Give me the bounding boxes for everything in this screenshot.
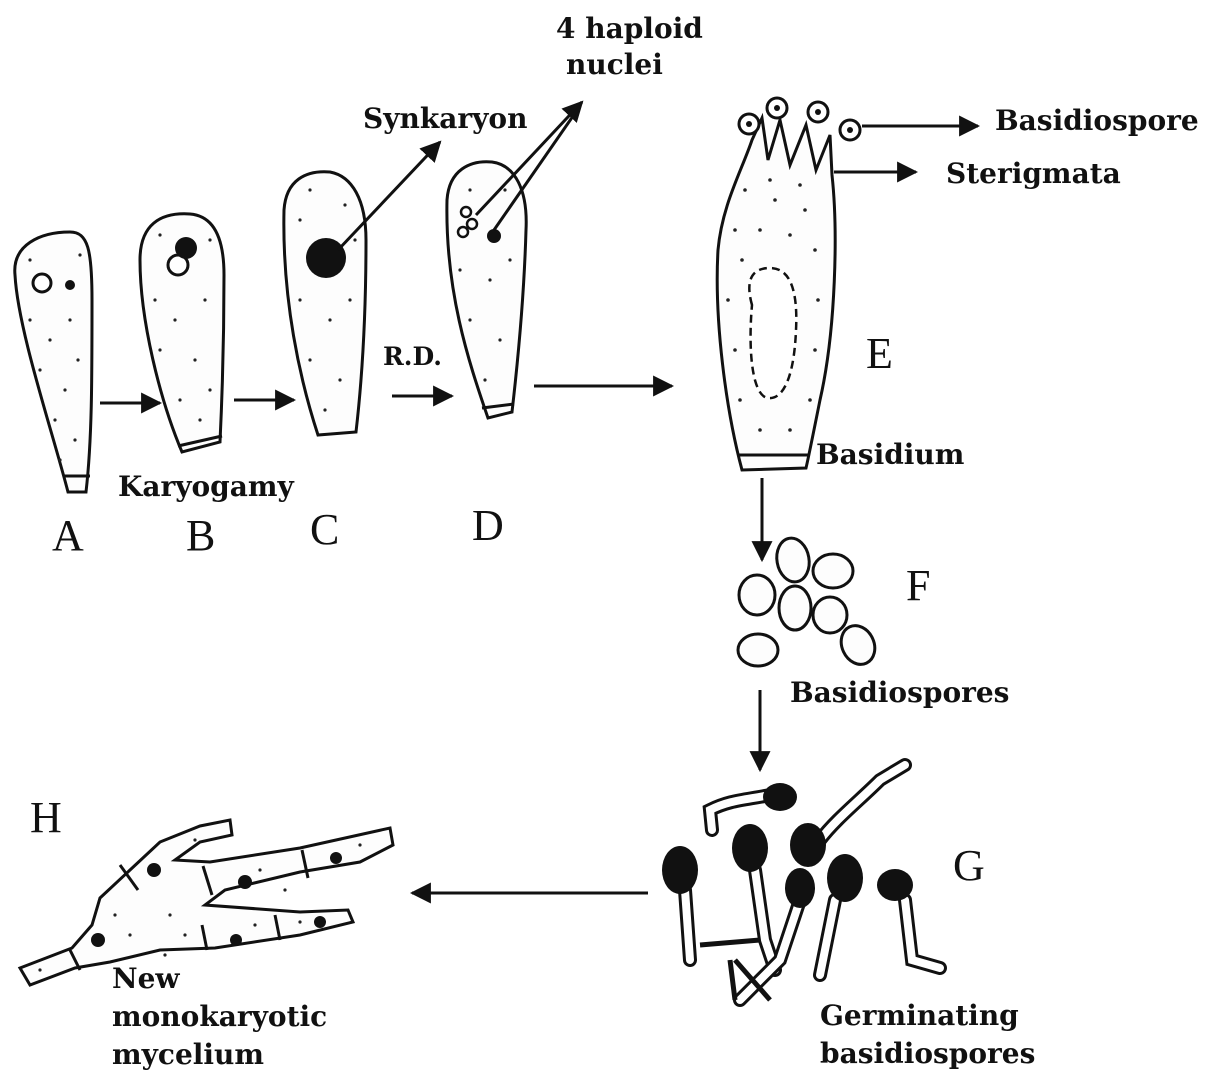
label-germinating-line1: Germinating — [820, 999, 1019, 1032]
label-haploid-line1: 4 haploid — [556, 12, 703, 45]
label-haploid-line2: nuclei — [566, 48, 663, 81]
stage-letter-b: B — [186, 511, 215, 560]
label-rd: R.D. — [383, 342, 442, 371]
group-h-monokaryotic-mycelium — [20, 820, 393, 985]
stage-letter-g: G — [953, 841, 985, 890]
cell-e-basidium — [717, 98, 860, 470]
stage-letter-a: A — [52, 511, 84, 560]
stage-letter-c: C — [310, 505, 339, 554]
cell-a-dikaryotic-basidium — [15, 232, 92, 492]
label-karyogamy: Karyogamy — [118, 470, 295, 503]
haploid-nucleus-2 — [467, 219, 477, 229]
group-f-basidiospores — [738, 536, 881, 670]
haploid-nucleus-1 — [461, 207, 471, 217]
group-g-germinating-basidiospores — [662, 765, 940, 1000]
label-germinating-line2: basidiospores — [820, 1037, 1035, 1070]
label-mycelium-line2: monokaryotic — [112, 1000, 327, 1033]
stage-letter-h: H — [30, 793, 62, 842]
nucleus-a1 — [33, 274, 51, 292]
haploid-nucleus-4 — [487, 229, 501, 243]
label-basidiospore: Basidiospore — [995, 104, 1199, 137]
label-mycelium-line3: mycelium — [112, 1038, 264, 1071]
label-basidium: Basidium — [816, 438, 964, 471]
label-synkaryon: Synkaryon — [363, 102, 527, 135]
stage-letter-f: F — [906, 561, 930, 610]
synkaryon-nucleus — [306, 238, 346, 278]
cell-c-synkaryon — [284, 172, 366, 435]
label-sterigmata: Sterigmata — [946, 157, 1121, 190]
nucleus-a2 — [65, 280, 75, 290]
stage-letter-d: D — [472, 501, 504, 550]
label-mycelium-line1: New — [112, 962, 180, 995]
haploid-nucleus-3 — [458, 227, 468, 237]
stage-letter-e: E — [866, 329, 893, 378]
nucleus-b2 — [175, 237, 197, 259]
label-basidiospores: Basidiospores — [790, 676, 1009, 709]
cell-b-karyogamy — [140, 214, 224, 452]
